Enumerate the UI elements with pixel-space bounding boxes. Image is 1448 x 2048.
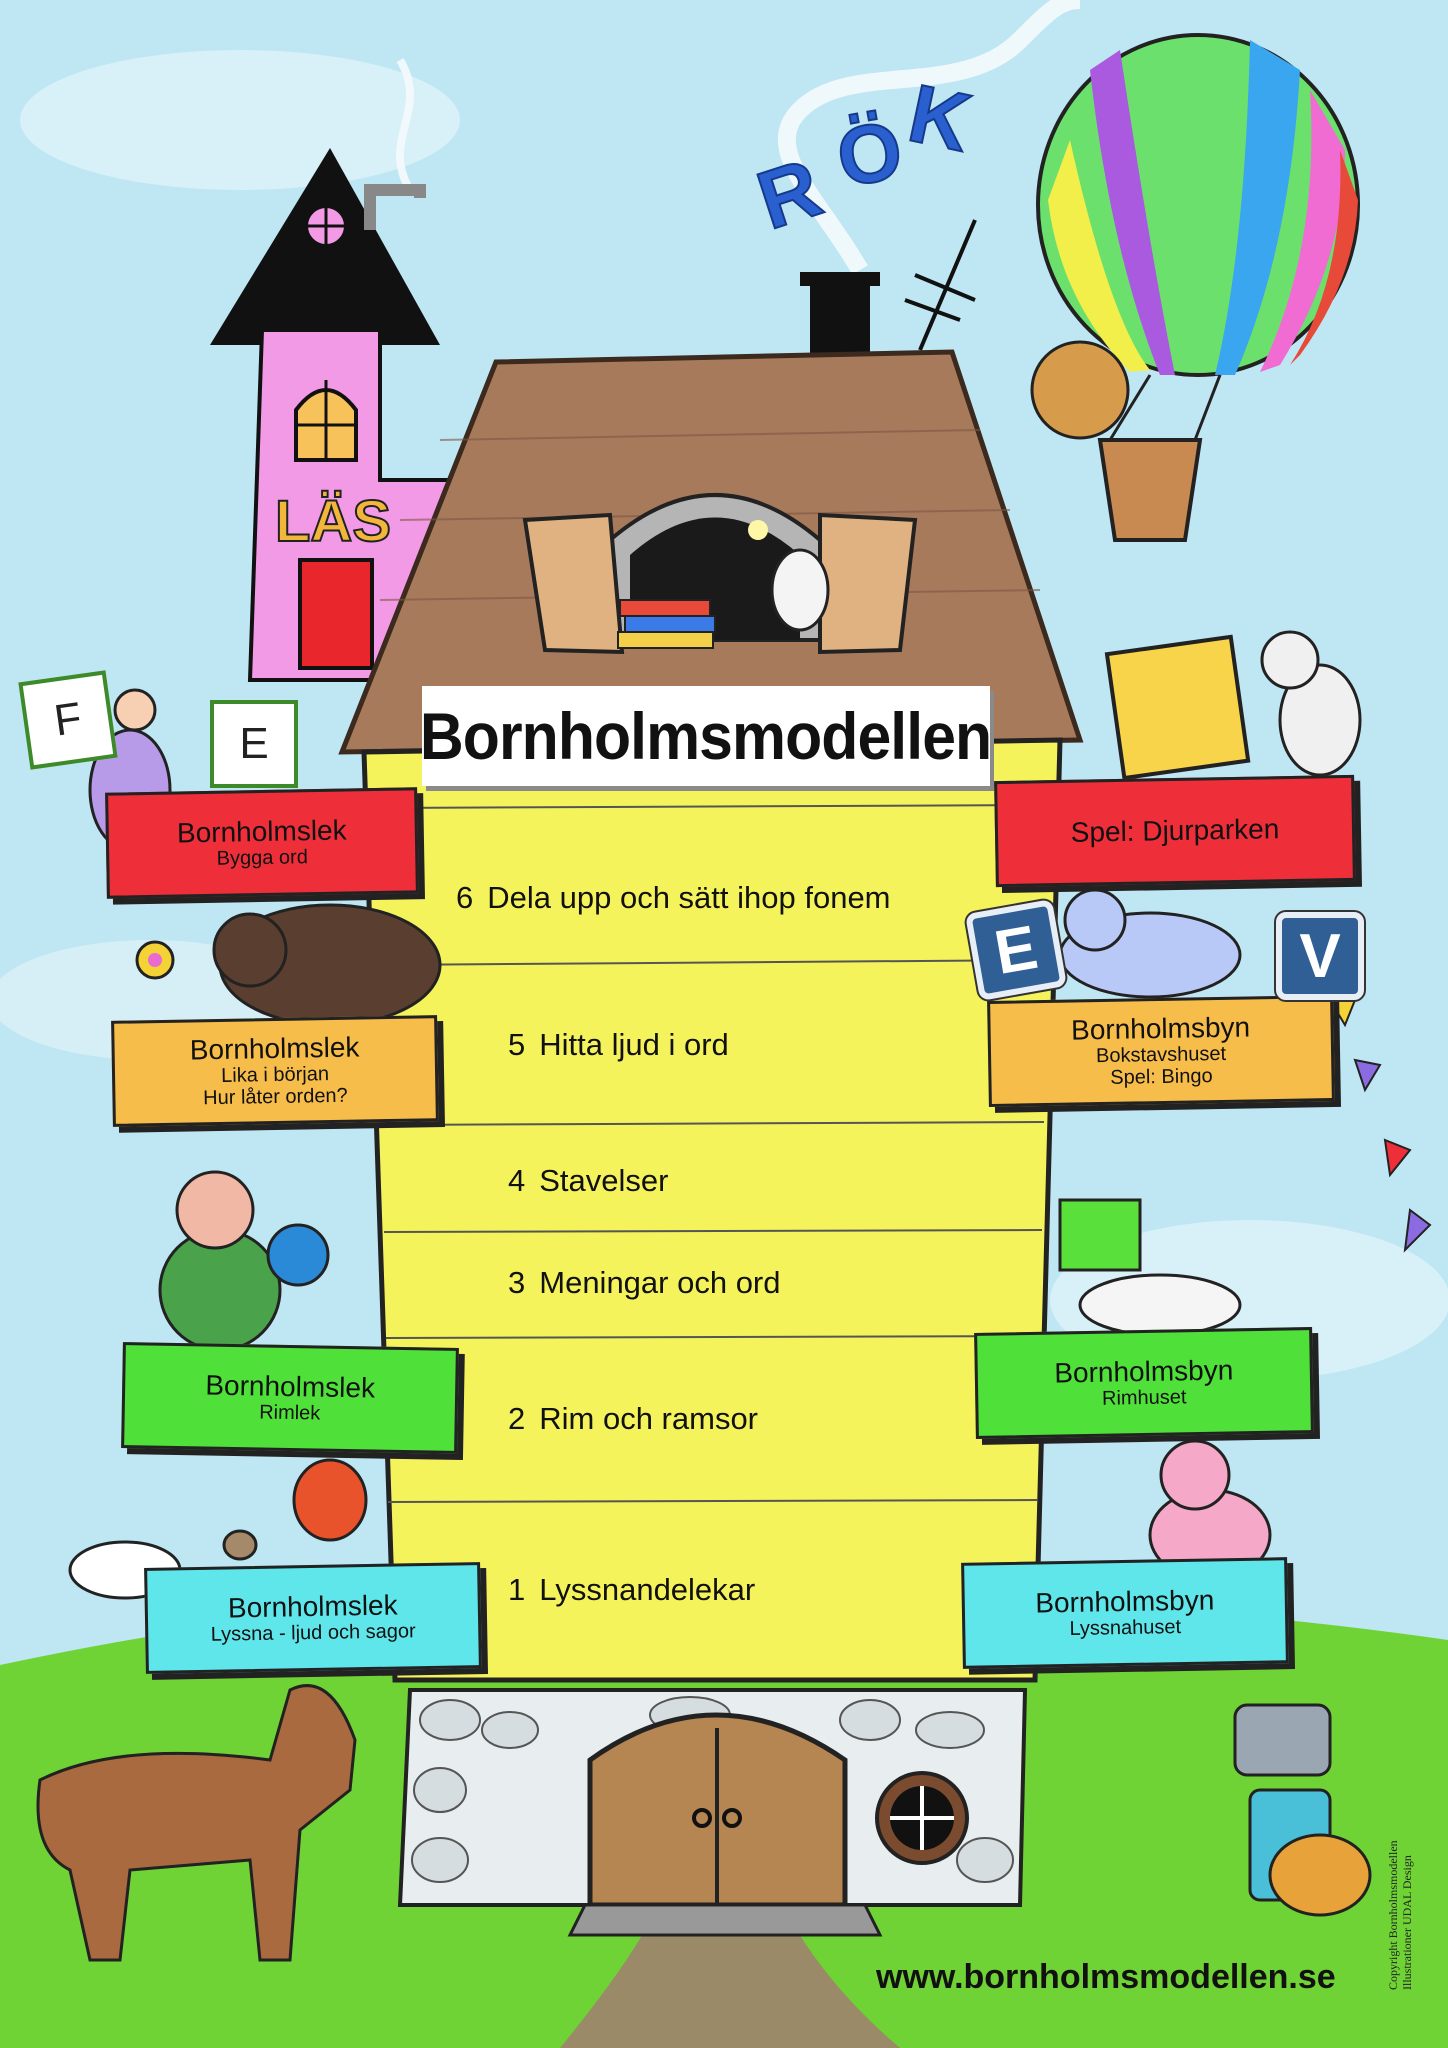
right-sign-title: Spel: Djurparken	[1070, 813, 1280, 848]
copyright-line-2: Illustrationer UDAL Design	[1400, 1855, 1414, 1990]
level-6-label: Dela upp och sätt ihop fonem	[487, 880, 891, 915]
page-title: Bornholmsmodellen	[420, 699, 992, 773]
level-5: 5 Hitta ljud i ord	[508, 1027, 729, 1063]
level-2-label: Rim och ramsor	[539, 1401, 759, 1436]
game-board	[1104, 634, 1251, 781]
troll-character	[158, 1170, 330, 1352]
right-sign-djurparken: Spel: Djurparken	[994, 774, 1356, 888]
title-board: Bornholmsmodellen	[420, 686, 993, 786]
level-1: 1 Lyssnandelekar	[508, 1572, 755, 1608]
left-sign-lyssna: Bornholmslek Lyssna - ljud och sagor	[144, 1562, 482, 1674]
copyright-note: Copyright Bornholmsmodellen Illustration…	[1386, 1840, 1414, 1990]
level-6: 6 Dela upp och sätt ihop fonem	[456, 880, 891, 916]
level-1-label: Lyssnandelekar	[539, 1572, 756, 1607]
right-sign-sub: Lyssnahuset	[1069, 1616, 1182, 1640]
left-sign-sub: Rimlek	[258, 1401, 321, 1425]
flower	[135, 940, 175, 980]
bunting-flags	[1328, 999, 1432, 1253]
copyright-line-1: Copyright Bornholmsmodellen	[1386, 1840, 1400, 1990]
bear-character	[212, 903, 442, 1027]
level-3-number: 3	[508, 1265, 526, 1300]
left-sign-sub: Bygga ord	[216, 846, 309, 870]
level-4-label: Stavelser	[539, 1163, 669, 1198]
left-sign-rimlek: Bornholmslek Rimlek	[121, 1342, 459, 1454]
level-4: 4 Stavelser	[508, 1163, 668, 1199]
website-url[interactable]: www.bornholmsmodellen.se	[876, 1958, 1336, 1996]
level-4-number: 4	[508, 1163, 526, 1198]
left-sign-sub: Lyssna - ljud och sagor	[210, 1620, 416, 1646]
blue-card-e: E	[965, 899, 1067, 1001]
left-sign-sub2: Hur låter orden?	[203, 1084, 348, 1110]
level-5-label: Hitta ljud i ord	[539, 1027, 729, 1062]
blue-card-v: V	[1276, 912, 1364, 1000]
level-3-label: Meningar och ord	[539, 1265, 781, 1300]
level-3: 3 Meningar och ord	[508, 1265, 781, 1301]
left-sign-bygga-ord: Bornholmslek Bygga ord	[105, 787, 419, 899]
hot-air-balloon	[1030, 33, 1360, 542]
level-6-number: 6	[456, 880, 474, 915]
unicorn-character	[1058, 888, 1242, 999]
horse-character	[36, 1684, 357, 1962]
right-sign-lyssnahuset: Bornholmsbyn Lyssnahuset	[961, 1557, 1289, 1669]
left-sign-lika-i-borjan: Bornholmslek Lika i början Hur låter ord…	[111, 1015, 439, 1127]
letter-card-e: E	[210, 700, 298, 788]
level-1-number: 1	[508, 1572, 526, 1607]
cat-character	[1058, 1198, 1242, 1337]
level-2: 2 Rim och ramsor	[508, 1401, 758, 1437]
mouse-character	[1260, 630, 1362, 777]
tower-word: LÄS	[274, 488, 392, 555]
letter-card-f: F	[18, 670, 118, 770]
level-5-number: 5	[508, 1027, 526, 1062]
robot-character	[1233, 1703, 1372, 1917]
level-2-number: 2	[508, 1401, 526, 1436]
right-sign-rimhuset: Bornholmsbyn Rimhuset	[974, 1327, 1314, 1439]
right-sign-bokstavshuset: Bornholmsbyn Bokstavshuset Spel: Bingo	[987, 994, 1335, 1108]
right-sign-sub: Rimhuset	[1101, 1386, 1187, 1410]
right-sign-sub2: Spel: Bingo	[1110, 1065, 1213, 1089]
